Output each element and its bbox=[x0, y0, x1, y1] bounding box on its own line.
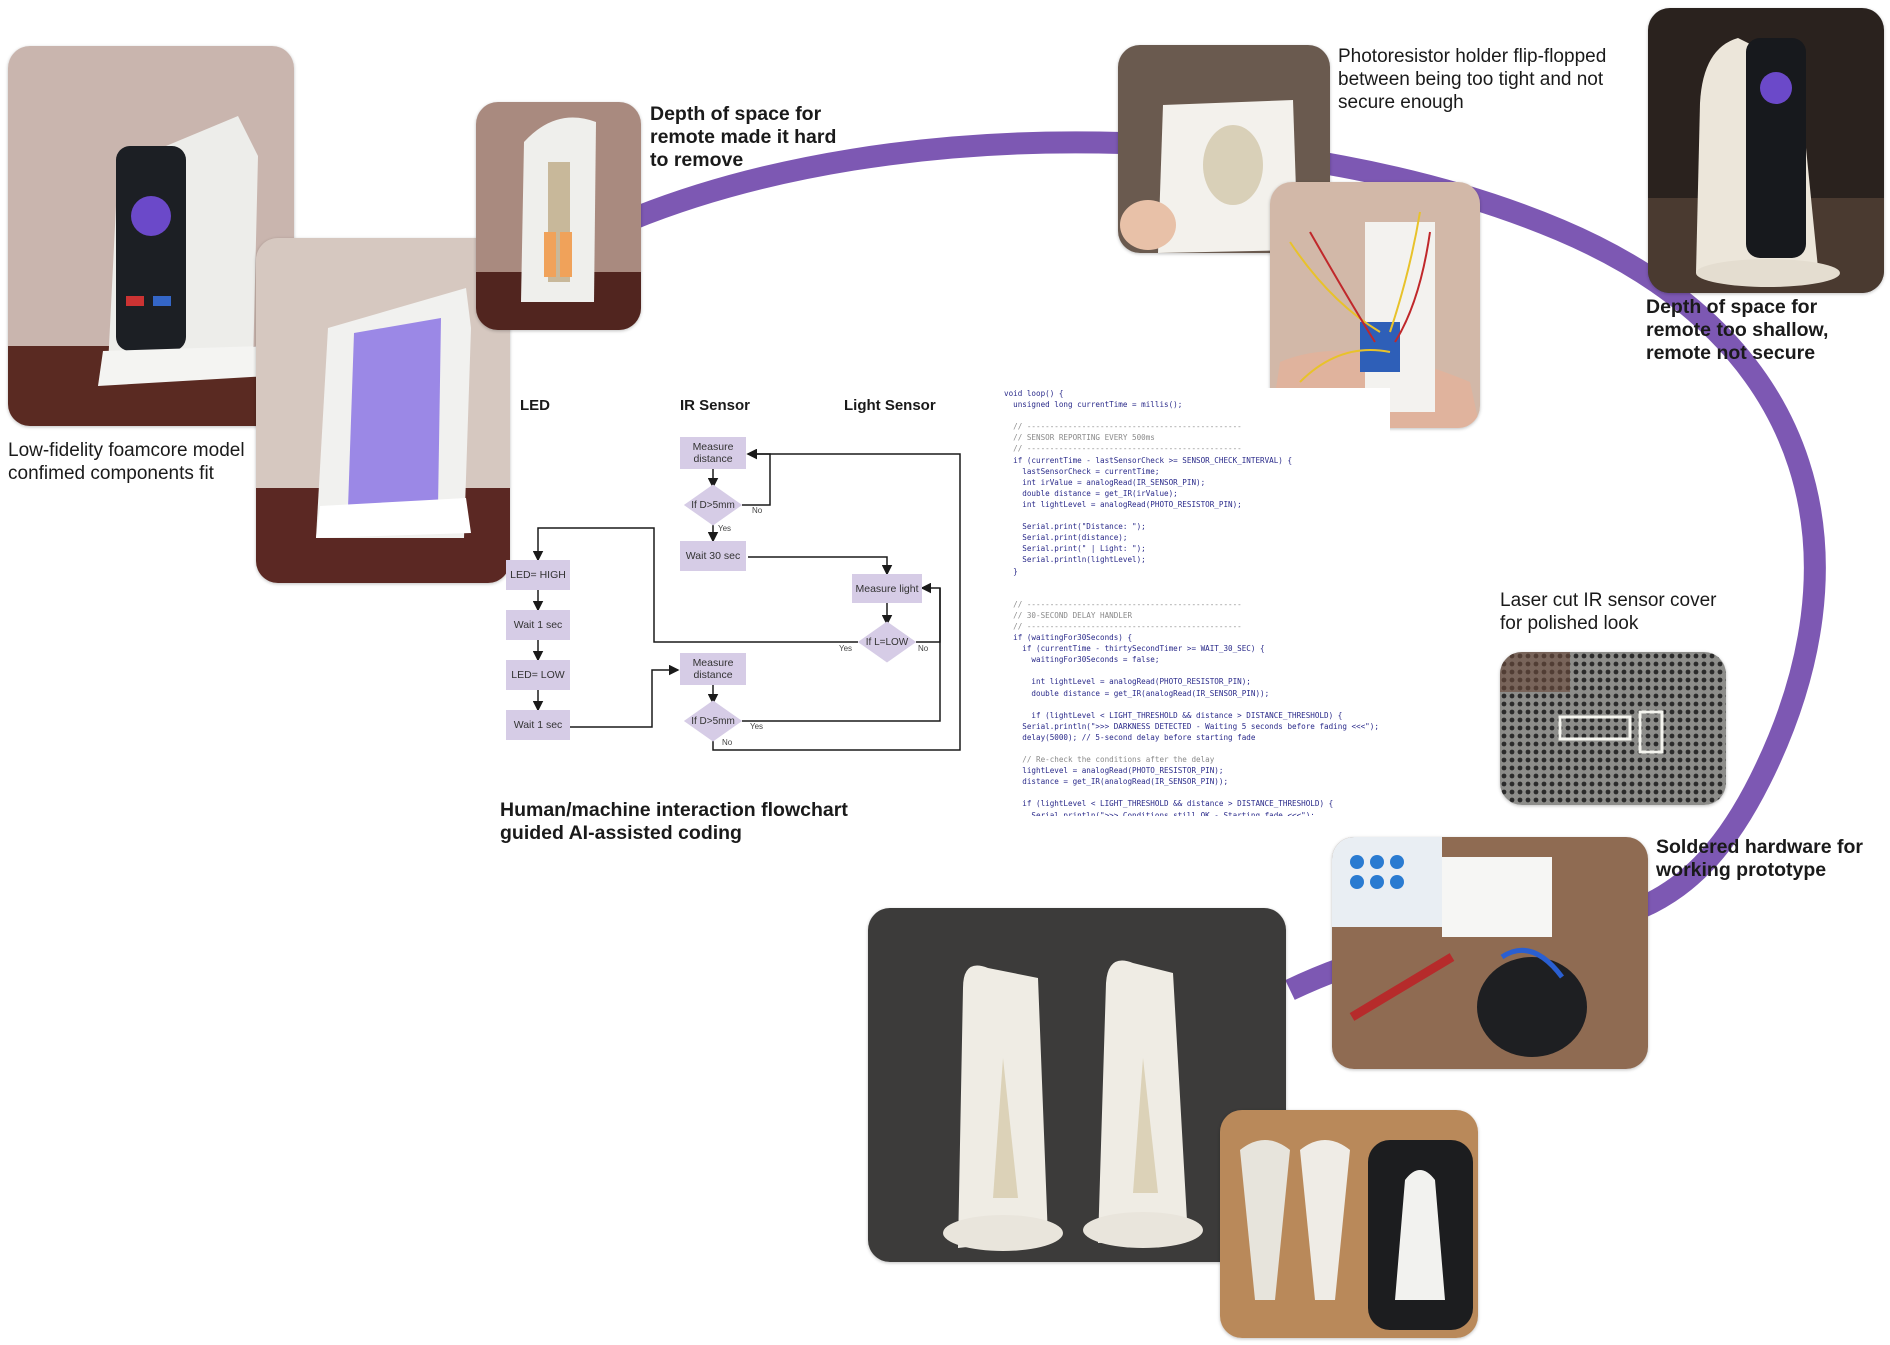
code-line bbox=[1004, 577, 1390, 588]
shallow-dock-remote-photo bbox=[1648, 8, 1884, 293]
code-line bbox=[1004, 699, 1390, 710]
flowchart-header-led: LED bbox=[520, 397, 550, 414]
caption-soldered: Soldered hardware for working prototype bbox=[1656, 836, 1863, 881]
arduino-code-listing: void loop() { unsigned long currentTime … bbox=[1004, 388, 1390, 816]
flowchart-ir-decision-2: If D>5mm bbox=[684, 703, 742, 739]
code-line: Serial.println(">>> DARKNESS DETECTED - … bbox=[1004, 721, 1379, 731]
final-docks-photo bbox=[868, 908, 1286, 1262]
flowchart-ir-decision-1: If D>5mm bbox=[684, 487, 742, 523]
code-line: if (currentTime - thirtySecondTimer >= W… bbox=[1004, 644, 1265, 654]
code-line bbox=[1004, 588, 1390, 599]
code-line: unsigned long currentTime = millis(); bbox=[1004, 400, 1183, 410]
code-line bbox=[1004, 743, 1390, 754]
code-line: int lightLevel = analogRead(PHOTO_RESIST… bbox=[1004, 499, 1242, 509]
code-line: // -------------------------------------… bbox=[1004, 444, 1242, 454]
code-line: // Re-check the conditions after the del… bbox=[1004, 755, 1215, 765]
code-line: if (waitingFor30Seconds) { bbox=[1004, 633, 1133, 643]
code-line bbox=[1004, 787, 1390, 798]
code-line: // -------------------------------------… bbox=[1004, 621, 1242, 631]
caption-flowchart: Human/machine interaction flowchart guid… bbox=[500, 799, 848, 844]
flowchart-label-yes-1: Yes bbox=[718, 524, 732, 533]
caption-foamcore: Low-fidelity foamcore model confimed com… bbox=[8, 440, 245, 484]
prototype-inside-photo bbox=[476, 102, 641, 330]
flowchart-ir-measure-2: Measure distance bbox=[680, 653, 746, 685]
flowchart-led-high: LED= HIGH bbox=[506, 560, 570, 590]
code-line: // 30-SECOND DELAY HANDLER bbox=[1004, 610, 1133, 620]
code-line: // -------------------------------------… bbox=[1004, 422, 1242, 432]
code-line: // SENSOR REPORTING EVERY 500ms bbox=[1004, 433, 1155, 443]
flowchart-ir-wait: Wait 30 sec bbox=[680, 541, 746, 571]
code-line: Serial.print(distance); bbox=[1004, 533, 1128, 543]
flowchart-label-yes-2: Yes bbox=[839, 644, 853, 653]
flowchart-light-measure: Measure light bbox=[852, 574, 922, 603]
flowchart-header-ir: IR Sensor bbox=[680, 397, 751, 414]
flowchart-label-no-3: No bbox=[722, 738, 733, 747]
code-line bbox=[1004, 510, 1390, 521]
caption-depth-shallow: Depth of space for remote too shallow, r… bbox=[1646, 296, 1829, 364]
foamcore-remote-photo bbox=[8, 46, 294, 426]
flowchart-ir-measure-1: Measure distance bbox=[680, 437, 746, 469]
code-line: } bbox=[1004, 566, 1018, 576]
code-line: if (lightLevel < LIGHT_THRESHOLD && dist… bbox=[1004, 799, 1334, 809]
flowchart-label-no-2: No bbox=[918, 644, 929, 653]
code-line: int lightLevel = analogRead(PHOTO_RESIST… bbox=[1004, 677, 1251, 687]
foamcore-lit-photo bbox=[256, 238, 510, 583]
code-line: lastSensorCheck = currentTime; bbox=[1004, 466, 1160, 476]
flowchart-label-no-1: No bbox=[752, 506, 763, 515]
code-line: Serial.print(" | Light: "); bbox=[1004, 544, 1146, 554]
laser-cutter-photo bbox=[1500, 652, 1726, 805]
code-line: waitingFor30Seconds = false; bbox=[1004, 655, 1160, 665]
sensor-covers-photo bbox=[1220, 1110, 1478, 1338]
code-line: Serial.println(lightLevel); bbox=[1004, 555, 1146, 565]
code-line: Serial.println(">>> Conditions still OK … bbox=[1004, 810, 1315, 816]
flowchart-header-light: Light Sensor bbox=[844, 397, 936, 414]
code-line: if (lightLevel < LIGHT_THRESHOLD && dist… bbox=[1004, 710, 1343, 720]
code-line: if (currentTime - lastSensorCheck >= SEN… bbox=[1004, 455, 1293, 465]
code-line bbox=[1004, 665, 1390, 676]
code-line: Serial.print("Distance: "); bbox=[1004, 522, 1146, 532]
flowchart-label-yes-3: Yes bbox=[750, 722, 764, 731]
code-line: double distance = get_IR(irValue); bbox=[1004, 488, 1178, 498]
code-line: // -------------------------------------… bbox=[1004, 599, 1242, 609]
flowchart-led-low: LED= LOW bbox=[506, 660, 570, 690]
soldering-station-photo bbox=[1332, 837, 1648, 1069]
code-line bbox=[1004, 410, 1390, 421]
code-line: double distance = get_IR(analogRead(IR_S… bbox=[1004, 688, 1270, 698]
code-line: int irValue = analogRead(IR_SENSOR_PIN); bbox=[1004, 477, 1206, 487]
code-line: lightLevel = analogRead(PHOTO_RESISTOR_P… bbox=[1004, 766, 1224, 776]
caption-depth-hard: Depth of space for remote made it hard t… bbox=[650, 103, 837, 171]
flowchart-led-wait-2: Wait 1 sec bbox=[506, 710, 570, 740]
code-line: void loop() { bbox=[1004, 389, 1064, 398]
code-line: distance = get_IR(analogRead(IR_SENSOR_P… bbox=[1004, 777, 1229, 787]
flowchart-light-decision: If L=LOW bbox=[858, 624, 916, 660]
caption-photoresistor: Photoresistor holder flip-flopped betwee… bbox=[1338, 46, 1607, 113]
flowchart-led-wait-1: Wait 1 sec bbox=[506, 610, 570, 640]
code-line: delay(5000); // 5-second delay before st… bbox=[1004, 732, 1256, 742]
caption-laser: Laser cut IR sensor cover for polished l… bbox=[1500, 590, 1717, 634]
